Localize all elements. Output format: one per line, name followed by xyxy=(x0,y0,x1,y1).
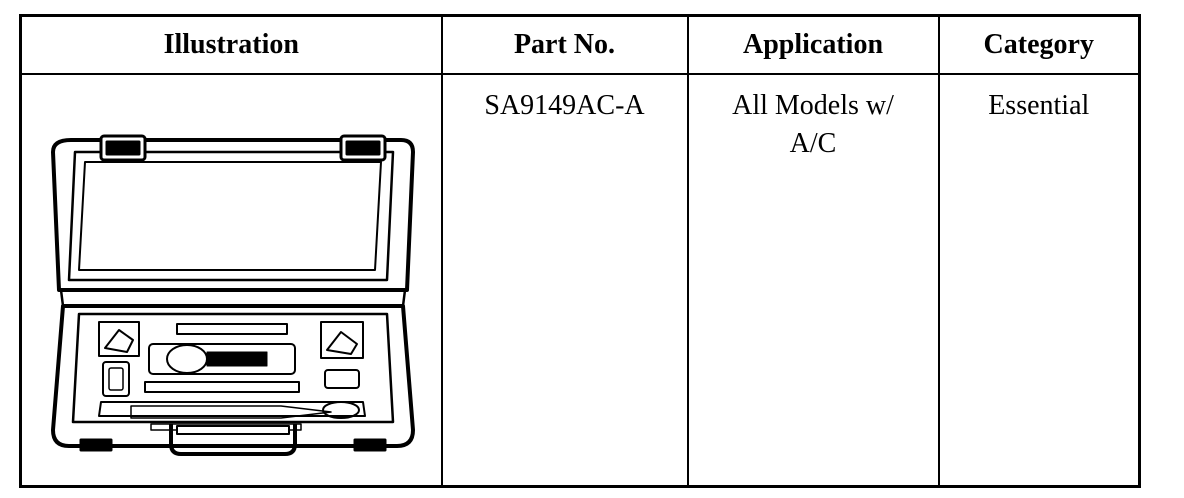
part-number: SA9149AC-A xyxy=(484,90,645,121)
header-illustration: Illustration xyxy=(19,14,443,75)
application-cell: All Models w/ A/C xyxy=(686,73,940,488)
category-cell: Essential xyxy=(937,73,1141,488)
illustration-cell xyxy=(19,73,443,488)
header-category: Category xyxy=(937,14,1141,75)
table-row: SA9149AC-A All Models w/ A/C Essential xyxy=(19,73,1141,488)
part-number-cell: SA9149AC-A xyxy=(440,73,689,488)
application-text: All Models w/ A/C xyxy=(732,90,894,159)
category-text: Essential xyxy=(988,90,1090,121)
header-application: Application xyxy=(686,14,940,75)
special-tools-table: Illustration Part No. Application Catego… xyxy=(19,14,1141,488)
table-header-row: Illustration Part No. Application Catego… xyxy=(19,14,1141,75)
tool-case-icon xyxy=(51,134,416,456)
header-part-no: Part No. xyxy=(440,14,689,75)
